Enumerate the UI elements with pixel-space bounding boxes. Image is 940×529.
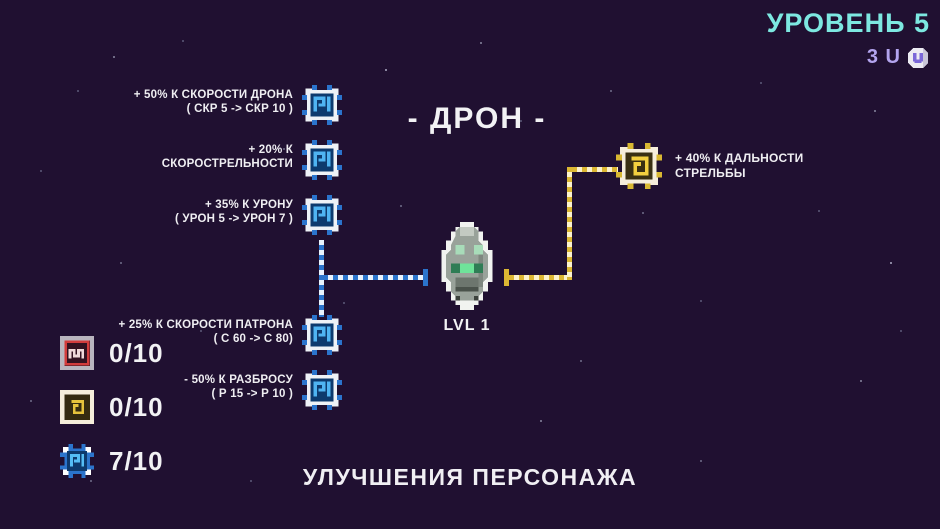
upgrade-label: + 50% К СКОРОСТИ ДРОНА ( СКР 5 -> СКР 10… <box>133 89 293 115</box>
upgrade-label: + 35% К УРОНУ ( УРОН 5 -> УРОН 7 ) <box>174 199 293 225</box>
upgrade-label: - 50% К РАЗБРОСУ ( Р 15 -> Р 10 ) <box>184 374 293 400</box>
yellow-module-icon[interactable] <box>616 143 662 189</box>
legend-count: 0/10 <box>109 391 164 422</box>
blue-module-icon[interactable] <box>302 85 342 125</box>
connector-line-vertical-blue <box>319 240 324 317</box>
currency-amount: 3 U <box>866 46 901 68</box>
blue-module-icon[interactable] <box>302 195 342 235</box>
legend-count: 7/10 <box>109 445 164 476</box>
connector-line-horizontal-yellow <box>509 275 569 280</box>
upgrade-label: + 25% К СКОРОСТИ ПАТРОНА ( С 60 -> С 80) <box>118 319 293 345</box>
connector-line-horizontal-blue <box>323 275 423 280</box>
upgrade-row-damage: + 35% К УРОНУ ( УРОН 5 -> УРОН 7 ) <box>20 195 342 235</box>
legend-item-red: 0/10 <box>60 336 164 370</box>
upgrade-row-spread: - 50% К РАЗБРОСУ ( Р 15 -> Р 10 ) <box>20 370 342 410</box>
legend-item-blue: 7/10 <box>60 444 164 478</box>
blue-module-icon <box>60 444 94 478</box>
red-module-icon <box>60 336 94 370</box>
upgrade-row-fire-rate: + 20% К СКОРОСТРЕЛЬНОСТИ <box>20 140 342 180</box>
upgrade-label: + 40% К ДАЛЬНОСТИ СТРЕЛЬБЫ <box>675 151 804 180</box>
drone-sprite <box>437 222 497 315</box>
coin-u-icon <box>908 47 928 68</box>
connector-line-horizontal-yellow <box>572 167 618 172</box>
blue-module-icon[interactable] <box>302 370 342 410</box>
legend-count: 0/10 <box>109 337 164 368</box>
drone-level-label: LVL 1 <box>443 317 491 334</box>
connector-endcap-blue <box>423 269 428 286</box>
upgrade-row-range: + 40% К ДАЛЬНОСТИ СТРЕЛЬБЫ <box>616 143 803 189</box>
upgrade-label: + 20% К СКОРОСТРЕЛЬНОСТИ <box>161 144 293 170</box>
connector-line-vertical-yellow <box>567 167 572 280</box>
yellow-module-icon <box>60 390 94 424</box>
connector-endcap-yellow <box>504 269 509 286</box>
starfield-background <box>0 0 2 2</box>
screen-title: УЛУЧШЕНИЯ ПЕРСОНАЖА <box>302 464 638 490</box>
currency-display: 3 U <box>867 46 928 69</box>
tree-title: - ДРОН - <box>407 102 547 135</box>
upgrade-row-bullet-speed: + 25% К СКОРОСТИ ПАТРОНА ( С 60 -> С 80) <box>20 315 342 355</box>
legend-item-yellow: 0/10 <box>60 390 164 424</box>
player-level-label: УРОВЕНЬ 5 <box>766 8 930 38</box>
blue-module-icon[interactable] <box>302 315 342 355</box>
upgrade-row-drone-speed: + 50% К СКОРОСТИ ДРОНА ( СКР 5 -> СКР 10… <box>20 85 342 125</box>
blue-module-icon[interactable] <box>302 140 342 180</box>
